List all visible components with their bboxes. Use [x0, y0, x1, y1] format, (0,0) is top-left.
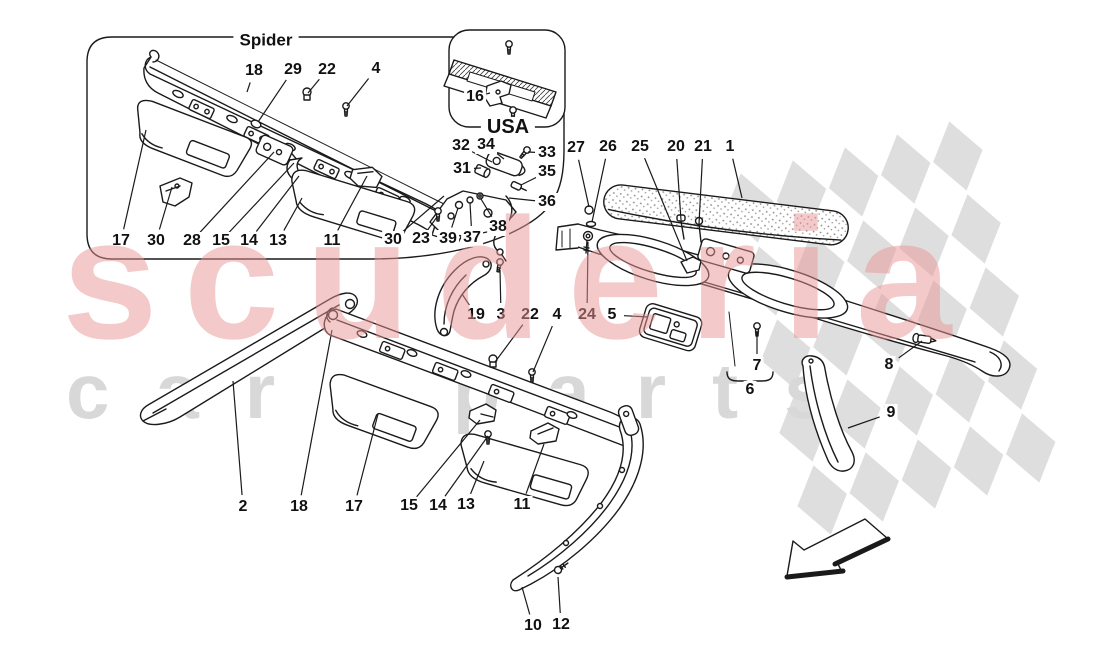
- sun-visor-coupe-left: [329, 373, 439, 450]
- spider-box-label: Spider: [233, 31, 299, 49]
- part-callout-46-10: 10: [522, 617, 544, 635]
- part-callout-2-22: 22: [316, 61, 338, 79]
- part-callout-43-14: 14: [427, 497, 449, 515]
- part-callout-38-4: 4: [550, 306, 564, 324]
- part-callout-34-9: 9: [884, 404, 898, 422]
- part-callout-5-30: 30: [145, 232, 167, 250]
- part-callout-16-36: 36: [536, 193, 558, 211]
- part-callout-20-32: 32: [450, 137, 472, 155]
- part-callout-8-14: 14: [238, 232, 260, 250]
- part-callout-32-6: 6: [743, 381, 757, 399]
- part-callout-44-13: 13: [455, 496, 477, 514]
- part-callout-40-18: 18: [288, 498, 310, 516]
- part-callout-35-19: 19: [465, 306, 487, 324]
- pillar-trim-right: [801, 355, 855, 472]
- windshield-header-rail-coupe: [323, 307, 641, 449]
- sun-visor-spider-left: [136, 99, 253, 178]
- part-callout-42-15: 15: [398, 497, 420, 515]
- part-callout-31-7: 7: [750, 357, 764, 375]
- part-callout-22-16: 16: [464, 88, 486, 106]
- windshield-pillar-rail-10: [510, 404, 644, 592]
- part-callout-10-11: 11: [321, 232, 343, 250]
- part-callout-6-28: 28: [181, 232, 203, 250]
- part-callout-26-20: 20: [665, 138, 687, 156]
- part-callout-18-33: 33: [536, 144, 558, 162]
- part-callout-23-27: 27: [565, 139, 587, 157]
- part-callout-30-5: 5: [605, 306, 619, 324]
- scuderia-watermark-text: scuderia: [62, 183, 978, 375]
- part-callout-9-13: 13: [267, 232, 289, 250]
- part-callout-24-26: 26: [597, 138, 619, 156]
- part-callout-28-1: 1: [723, 138, 737, 156]
- part-callout-45-11: 11: [511, 496, 533, 514]
- part-callout-25-25: 25: [629, 138, 651, 156]
- roof-panel-stippled: [603, 184, 849, 246]
- part-callout-37-22: 22: [519, 306, 541, 324]
- part-callout-1-29: 29: [282, 61, 304, 79]
- part-callout-36-3: 3: [494, 306, 508, 324]
- part-callout-21-34: 34: [475, 136, 497, 154]
- direction-arrow-icon: [784, 518, 891, 580]
- part-callout-39-2: 2: [236, 498, 250, 516]
- sun-visor-coupe-right: [460, 403, 589, 507]
- part-callout-17-35: 35: [536, 163, 558, 181]
- part-callout-4-17: 17: [110, 232, 132, 250]
- part-callout-3-4: 4: [369, 60, 383, 78]
- part-callout-15-38: 38: [487, 218, 509, 236]
- part-callout-41-17: 17: [343, 498, 365, 516]
- usa-box-label: USA: [480, 117, 536, 137]
- part-callout-29-24: 24: [576, 306, 598, 324]
- interior-lamp: [638, 303, 703, 352]
- part-callout-13-39: 39: [437, 230, 459, 248]
- part-callout-0-18: 18: [243, 62, 265, 80]
- part-callout-11-30: 30: [382, 231, 404, 249]
- corner-trim-19: [434, 256, 505, 337]
- roof-frame-coupe: [555, 205, 1011, 377]
- part-callout-47-12: 12: [550, 616, 572, 634]
- windshield-pillar-trim-left: [139, 292, 359, 426]
- part-callout-19-31: 31: [451, 160, 473, 178]
- part-callout-14-37: 37: [461, 229, 483, 247]
- part-callout-27-21: 21: [692, 138, 714, 156]
- part-callout-33-8: 8: [882, 356, 896, 374]
- part-callout-7-15: 15: [210, 232, 232, 250]
- spider-fasteners: [250, 87, 350, 129]
- part-callout-12-23: 23: [410, 230, 432, 248]
